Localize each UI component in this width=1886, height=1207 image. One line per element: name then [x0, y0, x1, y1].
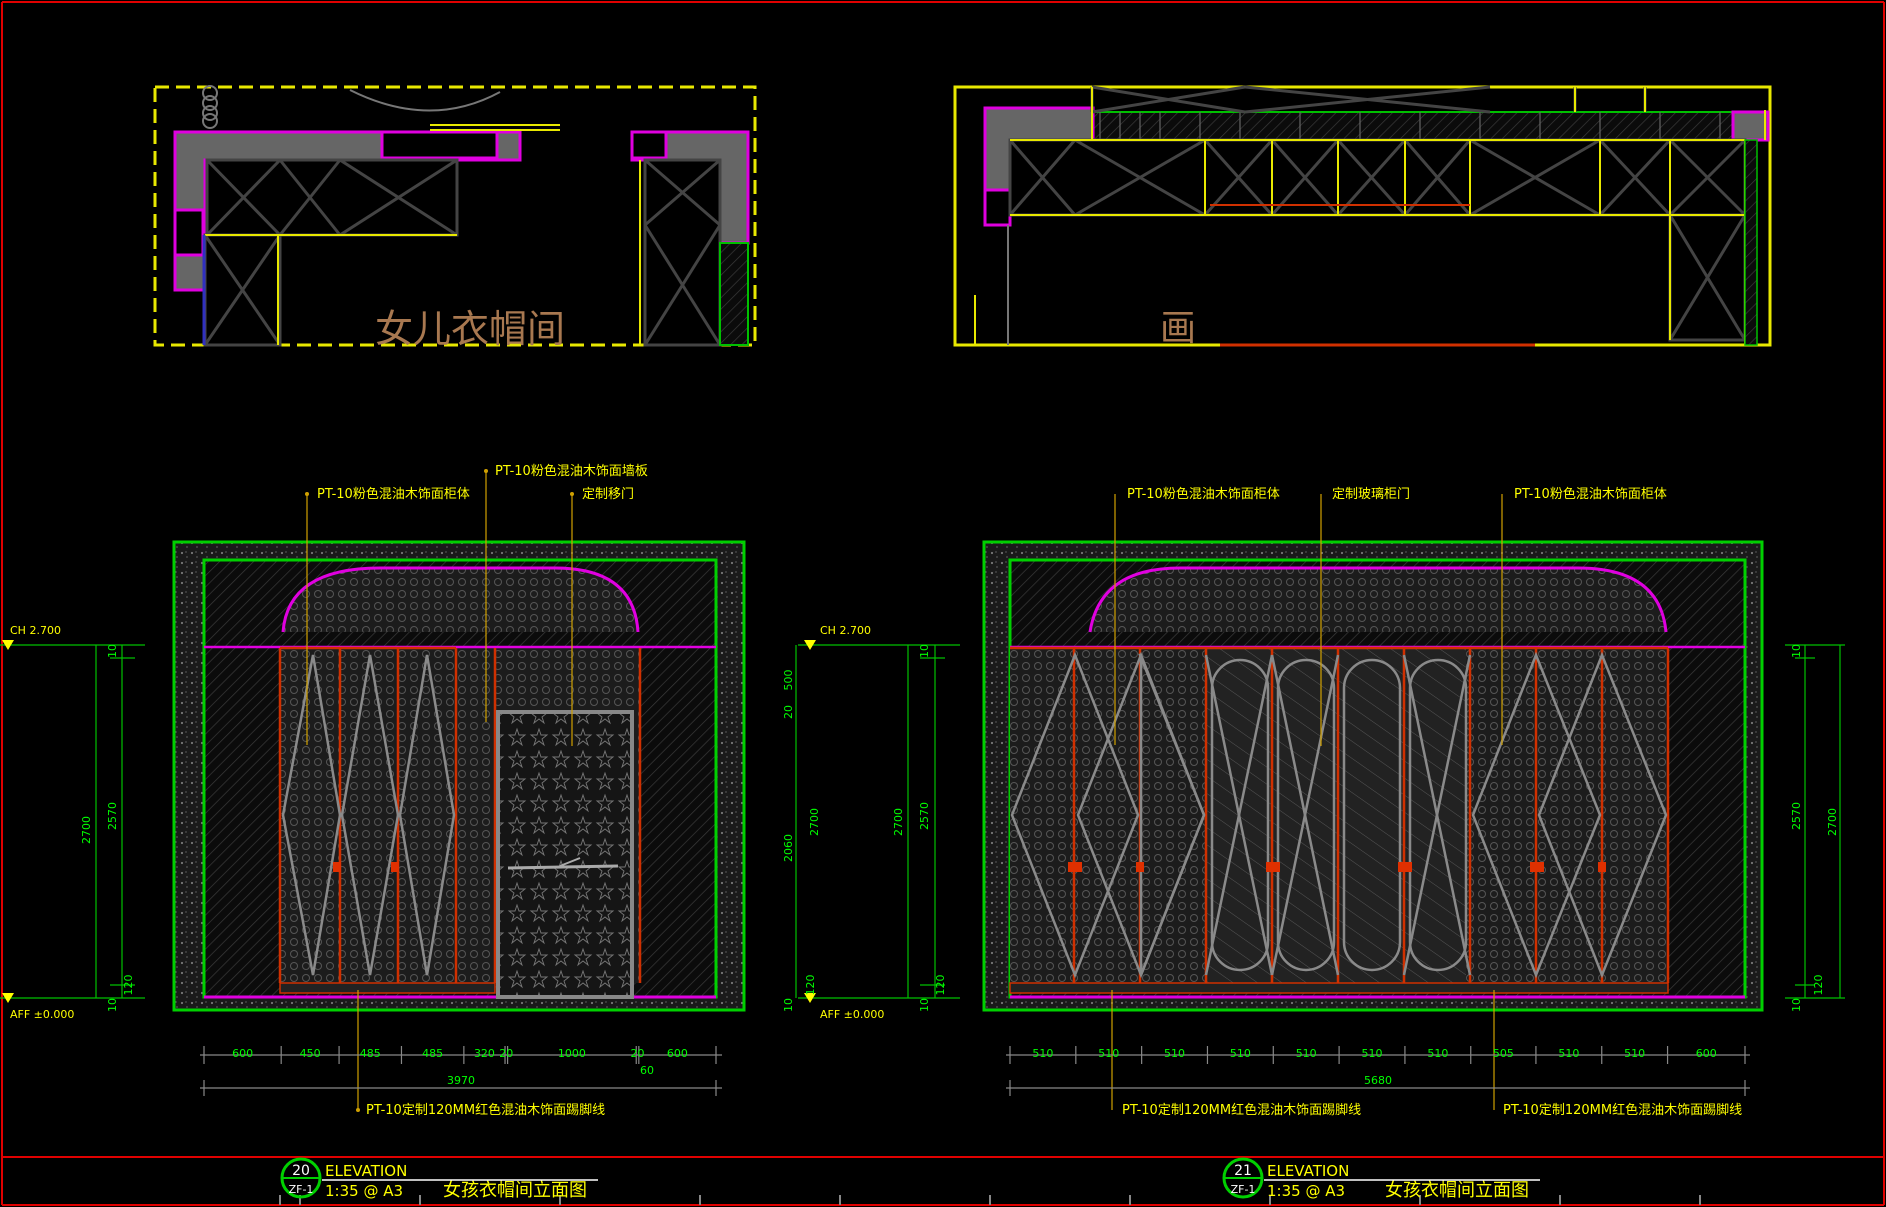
vdim-right-inner: 2570 — [1790, 802, 1803, 830]
hdim-right-label: 600 — [1696, 1047, 1717, 1060]
vdim-right-outer: 2700 — [1826, 808, 1839, 836]
title-right-name: 女孩衣帽间立面图 — [1385, 1180, 1529, 1201]
vdim-mid-b-topgap: 10 — [918, 644, 931, 658]
vdim-right-topgap: 10 — [1790, 644, 1803, 658]
level-left-ceiling: CH 2.700 — [10, 624, 61, 637]
vdim-mid-b-outer: 2700 — [892, 808, 905, 836]
plan-left-room-label: 女儿衣帽间 — [375, 307, 565, 351]
callout-right-cabinet-right: PT-10粉色混油木饰面柜体 — [1514, 486, 1667, 502]
title-left-scale: 1:35 @ A3 — [325, 1182, 403, 1200]
title-right-number: 21 — [1234, 1163, 1252, 1179]
hdim-left-label: 600 — [232, 1047, 253, 1060]
vdim-mid-b-inner: 2570 — [918, 802, 931, 830]
hdim-left-label: 1000 — [558, 1047, 586, 1060]
title-right-scale: 1:35 @ A3 — [1267, 1182, 1345, 1200]
vdim-mid-b-base: 120 — [934, 975, 947, 996]
title-left-number: 20 — [292, 1163, 310, 1179]
hdim-left-label: 450 — [300, 1047, 321, 1060]
vdim-mid-a-bottomgap: 10 — [782, 998, 795, 1012]
callout-left-wallpanel: PT-10粉色混油木饰面墙板 — [495, 463, 648, 479]
hdim-right-label: 510 — [1164, 1047, 1185, 1060]
vdim-left-bottomgap: 10 — [106, 998, 119, 1012]
level-left-floor: AFF ±0.000 — [10, 1008, 74, 1021]
hdim-left-label: 600 — [667, 1047, 688, 1060]
vdim-mid-a-top: 500 — [782, 670, 795, 691]
level-mid-floor: AFF ±0.000 — [820, 1008, 884, 1021]
level-mid-ceiling: CH 2.700 — [820, 624, 871, 637]
elevation-20: PT-10粉色混油木饰面柜体 PT-10粉色混油木饰面墙板 定制移门 PT-10… — [0, 463, 746, 1201]
hdim-right-label: 510 — [1032, 1047, 1053, 1060]
hdim-right-label: 510 — [1098, 1047, 1119, 1060]
callout-left-skirting: PT-10定制120MM红色混油木饰面踢脚线 — [366, 1102, 605, 1118]
hdim-right-label: 510 — [1427, 1047, 1448, 1060]
callout-right-cabinet-left: PT-10粉色混油木饰面柜体 — [1127, 486, 1280, 502]
title-right-heading: ELEVATION — [1267, 1162, 1349, 1180]
hdim-left-label: 320 — [474, 1047, 495, 1060]
hdim-right-label: 505 — [1493, 1047, 1514, 1060]
vdim-mid-a-mid: 2060 — [782, 834, 795, 862]
vdim-left-inner: 2570 — [106, 802, 119, 830]
vdim-left-outer: 2700 — [80, 816, 93, 844]
title-right-sheet: ZF-1 — [1231, 1183, 1256, 1196]
callout-left-cabinet: PT-10粉色混油木饰面柜体 — [317, 486, 470, 502]
hdim-right-label: 510 — [1558, 1047, 1579, 1060]
hdim-left-extra: 60 — [640, 1064, 654, 1077]
callout-left-sliding-door: 定制移门 — [582, 487, 634, 502]
title-left-name: 女孩衣帽间立面图 — [443, 1180, 587, 1201]
floor-plan-left: 女儿衣帽间 — [153, 85, 757, 351]
hdim-left-label: 485 — [422, 1047, 443, 1060]
vdim-right-base: 120 — [1812, 975, 1825, 996]
hdim-right-label: 510 — [1362, 1047, 1383, 1060]
hdim-left-label: 20 — [499, 1047, 513, 1060]
plan-right-room-label: 画 — [1160, 308, 1196, 349]
hdim-right-label: 510 — [1624, 1047, 1645, 1060]
vdim-mid-a-base: 120 — [804, 975, 817, 996]
callout-right-glass-door: 定制玻璃柜门 — [1332, 487, 1410, 502]
elevation-21: PT-10粉色混油木饰面柜体 定制玻璃柜门 PT-10粉色混油木饰面柜体 PT-… — [782, 486, 1845, 1201]
title-left-heading: ELEVATION — [325, 1162, 407, 1180]
hdim-right-label: 510 — [1296, 1047, 1317, 1060]
vdim-mid-a-gap: 20 — [782, 705, 795, 719]
hdim-right-total: 5680 — [1364, 1074, 1392, 1087]
title-left-sheet: ZF-1 — [289, 1183, 314, 1196]
hdim-right-label: 510 — [1230, 1047, 1251, 1060]
hdim-left-label: 20 — [631, 1047, 645, 1060]
floor-plan-right: 画 — [953, 85, 1772, 349]
vdim-right-bottomgap: 10 — [1790, 998, 1803, 1012]
hdim-left-label: 485 — [360, 1047, 381, 1060]
hdim-left-total: 3970 — [447, 1074, 475, 1087]
vdim-left-base: 120 — [122, 975, 135, 996]
callout-right-skirting-left: PT-10定制120MM红色混油木饰面踢脚线 — [1122, 1102, 1361, 1118]
callout-right-skirting-right: PT-10定制120MM红色混油木饰面踢脚线 — [1503, 1102, 1742, 1118]
vdim-left-topgap: 10 — [106, 644, 119, 658]
vdim-mid-a-outer: 2700 — [808, 808, 821, 836]
vdim-mid-b-bottomgap: 10 — [918, 998, 931, 1012]
